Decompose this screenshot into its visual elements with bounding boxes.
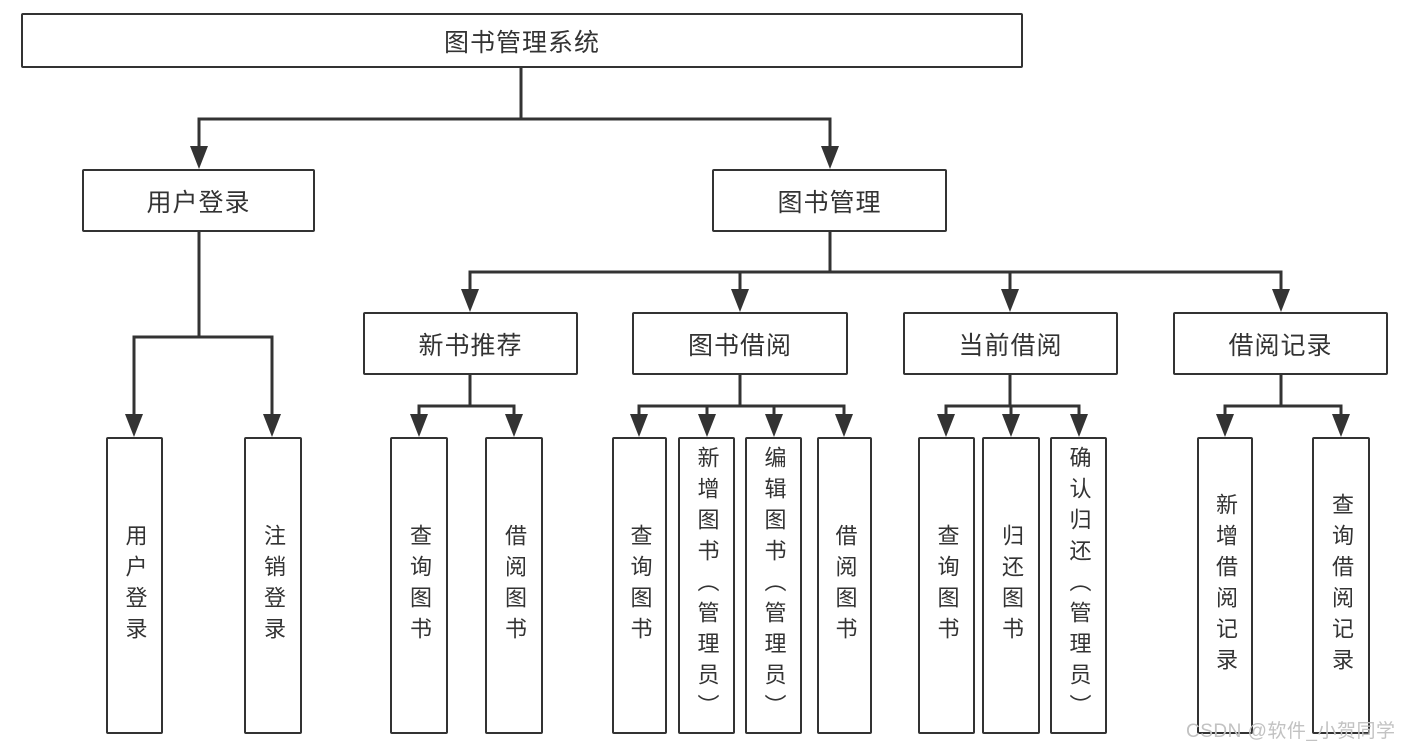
arrowhead xyxy=(731,289,749,312)
arrowhead xyxy=(821,146,839,169)
node-new-books: 新书推荐 xyxy=(363,312,578,375)
arrowhead xyxy=(190,146,208,169)
leaf-borrow-books-label: 借阅图书 xyxy=(832,523,858,648)
arrowhead xyxy=(630,414,648,437)
arrowhead xyxy=(1332,414,1350,437)
leaf-borrow-books-recommend: 借阅图书 xyxy=(485,437,543,734)
arrowhead xyxy=(1272,289,1290,312)
connector-root-to-level2 xyxy=(190,64,839,169)
leaf-query-borrow-record-label: 查询借阅记录 xyxy=(1329,492,1354,679)
node-new-books-label: 新书推荐 xyxy=(418,331,523,360)
node-root: 图书管理系统 xyxy=(21,13,1023,68)
connector-current-borrow-children xyxy=(937,372,1088,437)
arrowhead xyxy=(263,414,281,437)
node-current-borrow: 当前借阅 xyxy=(903,312,1118,375)
arrowhead xyxy=(125,414,143,437)
node-root-label: 图书管理系统 xyxy=(443,28,600,57)
arrowhead xyxy=(765,414,783,437)
arrowhead xyxy=(1070,414,1088,437)
arrowhead xyxy=(410,414,428,437)
node-borrow-records-label: 借阅记录 xyxy=(1228,331,1333,360)
arrowhead xyxy=(1216,414,1234,437)
connector-new-books-children xyxy=(410,372,523,437)
watermark: CSDN @软件_小贺同学 xyxy=(1186,721,1396,742)
connector-book-management-children xyxy=(461,229,1290,312)
connector-borrow-records-children xyxy=(1216,372,1350,437)
leaf-user-login: 用户登录 xyxy=(106,437,163,734)
leaf-query-books-current-label: 查询图书 xyxy=(934,523,960,648)
leaf-logout: 注销登录 xyxy=(244,437,302,734)
leaf-add-book-admin-label: 新增图书（管理员） xyxy=(694,446,720,725)
leaf-query-borrow-record: 查询借阅记录 xyxy=(1312,437,1370,734)
leaf-query-books-recommend-label: 查询图书 xyxy=(407,523,432,648)
node-user-login-label: 用户登录 xyxy=(146,188,251,217)
arrowhead xyxy=(835,414,853,437)
leaf-logout-label: 注销登录 xyxy=(261,523,286,648)
node-book-borrow: 图书借阅 xyxy=(632,312,848,375)
leaf-add-borrow-record: 新增借阅记录 xyxy=(1197,437,1253,734)
arrowhead xyxy=(1001,289,1019,312)
leaf-query-books-borrow: 查询图书 xyxy=(612,437,667,734)
leaf-user-login-label: 用户登录 xyxy=(122,523,148,648)
leaf-edit-book-admin-label: 编辑图书（管理员） xyxy=(761,446,787,725)
arrowhead xyxy=(505,414,523,437)
node-book-management-label: 图书管理 xyxy=(777,188,882,217)
leaf-query-books-borrow-label: 查询图书 xyxy=(627,523,653,648)
node-book-borrow-label: 图书借阅 xyxy=(687,331,792,360)
connector-user-login-children xyxy=(125,229,281,437)
arrowhead xyxy=(698,414,716,437)
leaf-query-books-recommend: 查询图书 xyxy=(390,437,448,734)
arrowhead xyxy=(937,414,955,437)
arrowhead xyxy=(461,289,479,312)
leaf-return-book-label: 归还图书 xyxy=(999,523,1024,648)
leaf-confirm-return-admin-label: 确认归还（管理员） xyxy=(1066,446,1092,725)
connector-book-borrow-children xyxy=(630,372,853,437)
node-user-login: 用户登录 xyxy=(82,169,315,232)
node-borrow-records: 借阅记录 xyxy=(1173,312,1388,375)
node-current-borrow-label: 当前借阅 xyxy=(958,331,1063,360)
leaf-query-books-current: 查询图书 xyxy=(918,437,975,734)
leaf-add-borrow-record-label: 新增借阅记录 xyxy=(1213,492,1238,679)
leaf-add-book-admin: 新增图书（管理员） xyxy=(678,437,735,734)
leaf-edit-book-admin: 编辑图书（管理员） xyxy=(745,437,802,734)
node-book-management: 图书管理 xyxy=(712,169,947,232)
leaf-borrow-books-recommend-label: 借阅图书 xyxy=(502,523,527,648)
leaf-return-book: 归还图书 xyxy=(982,437,1040,734)
arrowhead xyxy=(1002,414,1020,437)
leaf-borrow-books: 借阅图书 xyxy=(817,437,872,734)
leaf-confirm-return-admin: 确认归还（管理员） xyxy=(1050,437,1107,734)
